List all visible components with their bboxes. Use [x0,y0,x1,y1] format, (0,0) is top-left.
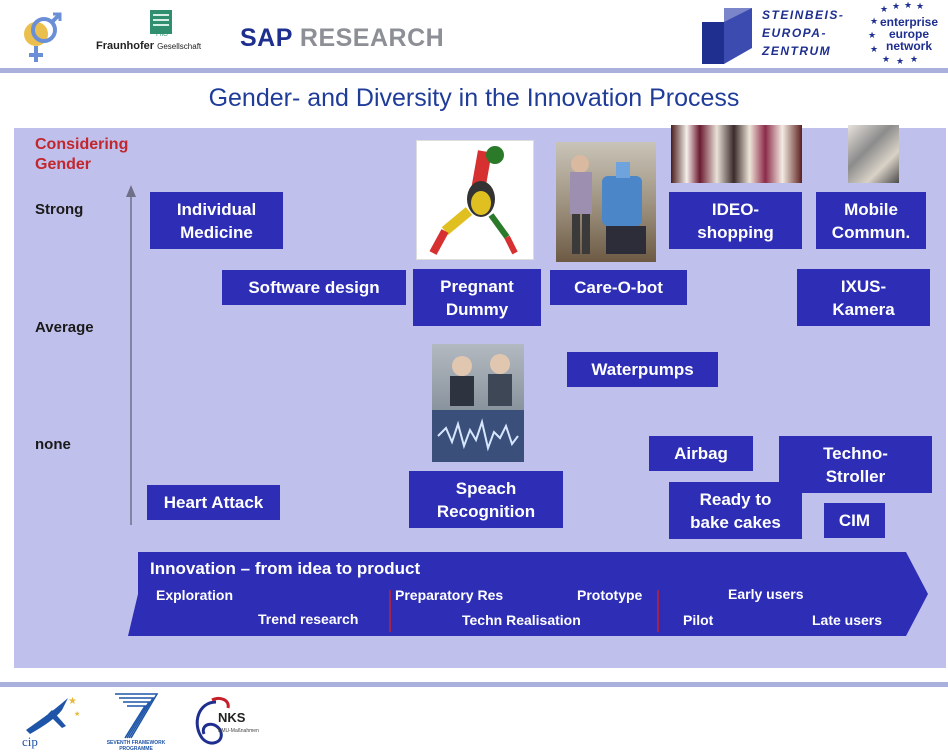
svg-text:★: ★ [916,2,924,12]
level-average: Average [35,319,94,336]
fraunhofer-logo: FhG Fraunhofer Gesellschaft [96,10,236,60]
box-heart-attack: Heart Attack [147,485,280,520]
box-speach-recognition: Speach Recognition [409,471,563,528]
care-o-bot-photo [556,142,656,262]
svg-text:★: ★ [882,55,890,64]
fraunhofer-name: Fraunhofer Gesellschaft [96,40,202,52]
box-pregnant-dummy: Pregnant Dummy [413,269,541,326]
enterprise-europe-network-logo: ★★★★ ★★★ ★★★ enterprise europe network [866,2,942,64]
svg-text:★: ★ [74,710,80,718]
box-cim: CIM [824,503,885,538]
steinbeis-text: STEINBEIS- EUROPA- ZENTRUM [762,8,845,58]
stage-prototype: Prototype [577,587,643,603]
mobile-devices-photo [848,125,899,183]
level-strong: Strong [35,201,84,218]
star-circle-icon: ★★★★ ★★★ ★★★ [868,2,924,64]
stage-trend-research: Trend research [258,611,359,627]
svg-text:★: ★ [880,5,888,15]
pregnant-dummy-photo [416,140,534,260]
header-divider [0,68,948,73]
fraunhofer-mark-icon [150,10,172,34]
nks-swirl-icon [195,696,230,745]
vertical-axis-arrow [126,185,136,525]
box-waterpumps: Waterpumps [567,352,718,387]
stage-pilot: Pilot [683,612,714,628]
svg-text:★: ★ [870,17,878,27]
box-ready-to-bake-cakes: Ready to bake cakes [669,482,802,539]
fp7-logo: SEVENTH FRAMEWORK PROGRAMME [105,690,167,752]
speech-waveform-image [432,354,524,462]
box-individual-medicine: Individual Medicine [150,192,283,249]
svg-text:★: ★ [896,57,904,64]
stage-preparatory-res: Preparatory Res [395,587,504,603]
innovation-title: Innovation – from idea to product [150,559,421,578]
speech-recognition-photo [432,344,524,462]
robot-image [570,155,646,254]
box-software-design: Software design [222,270,406,305]
header: FhG Fraunhofer Gesellschaft SAP RESEARCH… [0,0,948,70]
box-ixus-kamera: IXUS- Kamera [797,269,930,326]
innovation-process-arrow [128,552,928,636]
een-text: enterprise europe network [879,15,939,53]
svg-text:★: ★ [870,45,878,55]
seven-icon [115,693,159,739]
ideo-shopping-photo [671,125,802,183]
stage-techn-realisation: Techn Realisation [462,612,581,628]
nks-logo: NKS KMU-Maßnahmen [190,694,260,750]
gender-symbols-logo [24,12,62,62]
cip-logo: ★ ★ cip [22,690,88,752]
steinbeis-logo-icon [702,8,752,64]
stage-late-users: Late users [812,612,883,628]
fraunhofer-mark-text: FhG [156,32,168,38]
box-airbag: Airbag [649,436,753,471]
svg-text:★: ★ [68,696,77,707]
svg-text:★: ★ [904,2,912,11]
sap-research-logo: SAP RESEARCH [240,24,445,52]
skier-icon: ★ ★ [26,696,80,734]
svg-text:★: ★ [868,31,876,41]
box-mobile-commun: Mobile Commun. [816,192,926,249]
footer-divider [0,682,948,687]
svg-text:★: ★ [892,2,900,12]
axis-title: Considering Gender [35,136,129,173]
stage-early-users: Early users [728,586,804,602]
box-techno-stroller: Techno- Stroller [779,436,932,493]
svg-text:★: ★ [910,55,918,64]
stage-exploration: Exploration [156,587,234,603]
box-care-o-bot: Care-O-bot [550,270,687,305]
box-ideo-shopping: IDEO- shopping [669,192,802,249]
page-title: Gender- and Diversity in the Innovation … [208,84,740,112]
crash-dummy-image [429,146,518,255]
level-none: none [35,436,71,453]
